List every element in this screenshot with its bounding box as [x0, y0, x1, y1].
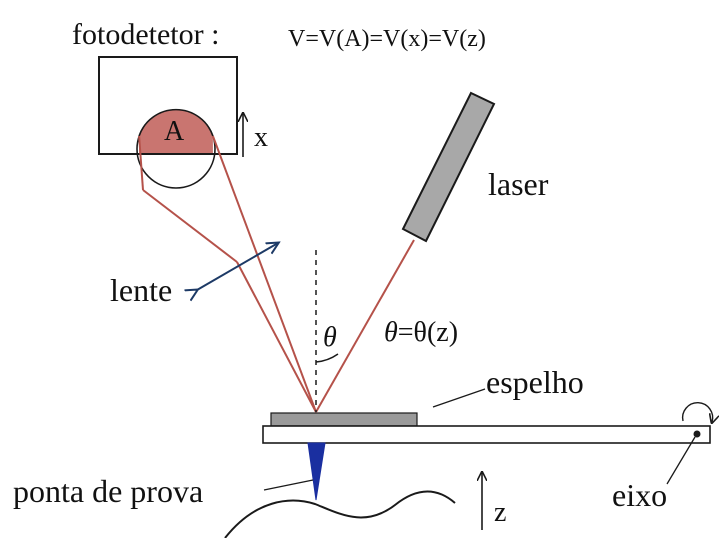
lens-label: lente: [110, 272, 172, 308]
probe-tip-leader: [263, 479, 314, 491]
x-label: x: [254, 122, 268, 153]
probe-tip-label: ponta de prova: [13, 473, 203, 509]
theta-equation-symbol: θ: [384, 317, 398, 348]
probe-tip: [307, 442, 326, 501]
theta-equation-rest: =θ(z): [398, 317, 458, 348]
laser-label: laser: [488, 166, 549, 202]
mirror-leader: [432, 388, 486, 408]
laser-body: [401, 91, 496, 243]
incident-beam: [315, 239, 415, 413]
theta-equation: θ=θ(z): [384, 317, 458, 348]
area-label: A: [164, 116, 185, 147]
theta-arc: [315, 353, 339, 363]
laser-spot-area: [139, 109, 213, 154]
axis-leader: [666, 436, 696, 485]
laser-spot-arc: [138, 108, 214, 137]
photodetector-formula: V=V(A)=V(x)=V(z): [288, 26, 486, 52]
pivot-axis-dot: [693, 430, 701, 438]
z-label: z: [494, 497, 506, 528]
photodetector-title: fotodetetor :: [72, 18, 219, 51]
cantilever: [262, 425, 711, 444]
mirror-label: espelho: [486, 364, 584, 400]
pivot-rotation-arc: [681, 402, 713, 422]
theta-label: θ: [323, 322, 337, 353]
mirror: [270, 412, 418, 427]
sample-surface: [224, 490, 456, 538]
axis-label: eixo: [612, 477, 667, 513]
lens-arrow: [197, 243, 278, 290]
